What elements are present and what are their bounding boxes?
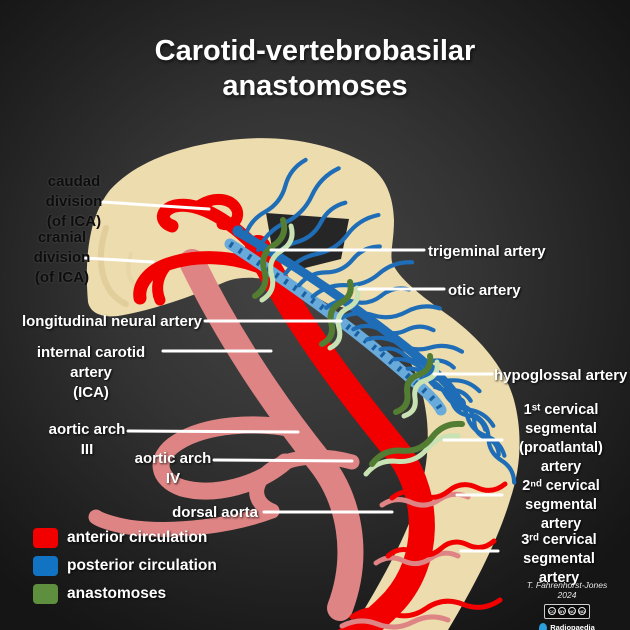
license-icon-nc: NC bbox=[568, 607, 576, 615]
label-cervical-2: 2ⁿᵈ cervical segmental artery bbox=[522, 478, 600, 532]
license-icon-nd: ND bbox=[578, 607, 586, 615]
blue-branch-fan bbox=[242, 157, 517, 485]
label-aortic-arch-iv: aortic arch IV bbox=[134, 450, 212, 487]
legend-label: anterior circulation bbox=[67, 529, 208, 546]
license-icon-by: BY bbox=[558, 607, 566, 615]
license-icon-cc: CC bbox=[548, 607, 556, 615]
leader-aortic-arch-iv bbox=[212, 458, 354, 463]
anastomoses-swatch bbox=[33, 584, 58, 604]
credit-year: 2024 bbox=[557, 590, 577, 600]
author-credit: T. Fahrenhorst-Jones bbox=[526, 580, 608, 590]
label-aortic-arch-iii: aortic arch III bbox=[48, 421, 126, 458]
label-cervical-3: 3ʳᵈ cervical segmental artery bbox=[521, 532, 597, 586]
label-trigeminal-artery: trigeminal artery bbox=[428, 243, 546, 260]
body-shading bbox=[97, 225, 129, 307]
legend-item-anastomoses: anastomoses bbox=[33, 584, 217, 604]
anastomoses-and-segmental-arteries bbox=[252, 217, 508, 630]
label-caudad-division: caudad division (of ICA) bbox=[45, 173, 103, 230]
legend-item-anterior: anterior circulation bbox=[33, 528, 217, 548]
anterior-circulation-swatch bbox=[33, 528, 58, 548]
label-internal-carotid-artery: internal carotid artery (ICA) bbox=[36, 344, 146, 401]
radiopaedia-icon bbox=[539, 622, 548, 630]
radiopaedia-brand: Radiopaedia bbox=[508, 622, 626, 630]
radiopaedia-label: Radiopaedia bbox=[550, 623, 595, 630]
leader-cranial-division bbox=[82, 256, 155, 264]
longitudinal-neural-artery-vessel bbox=[233, 227, 464, 408]
label-hypoglossal-artery: hypoglossal artery bbox=[494, 367, 628, 384]
vessel-cap-top bbox=[232, 225, 244, 237]
vessel-cap-bottom bbox=[452, 397, 466, 411]
legend: anterior circulation posterior circulati… bbox=[33, 528, 217, 612]
anterior-circulation-arteries bbox=[133, 193, 435, 630]
leader-lines bbox=[82, 200, 504, 553]
legend-item-posterior: posterior circulation bbox=[33, 556, 217, 576]
label-otic-artery: otic artery bbox=[448, 282, 521, 299]
label-cranial-division: cranial division (of ICA) bbox=[33, 229, 91, 286]
label-longitudinal-neural-artery: longitudinal neural artery bbox=[21, 313, 202, 330]
leader-caudad-division bbox=[101, 200, 211, 211]
label-cervical-1: 1ˢᵗ cervical segmental (proatlantal) art… bbox=[519, 402, 603, 475]
diagram-title: Carotid-vertebrobasilar anastomoses bbox=[154, 35, 476, 103]
leader-aortic-arch-iii bbox=[126, 429, 300, 434]
legend-label: posterior circulation bbox=[67, 557, 217, 574]
posterior-circulation-swatch bbox=[33, 556, 58, 576]
legend-label: anastomoses bbox=[67, 585, 167, 602]
label-dorsal-aorta: dorsal aorta bbox=[172, 504, 258, 521]
